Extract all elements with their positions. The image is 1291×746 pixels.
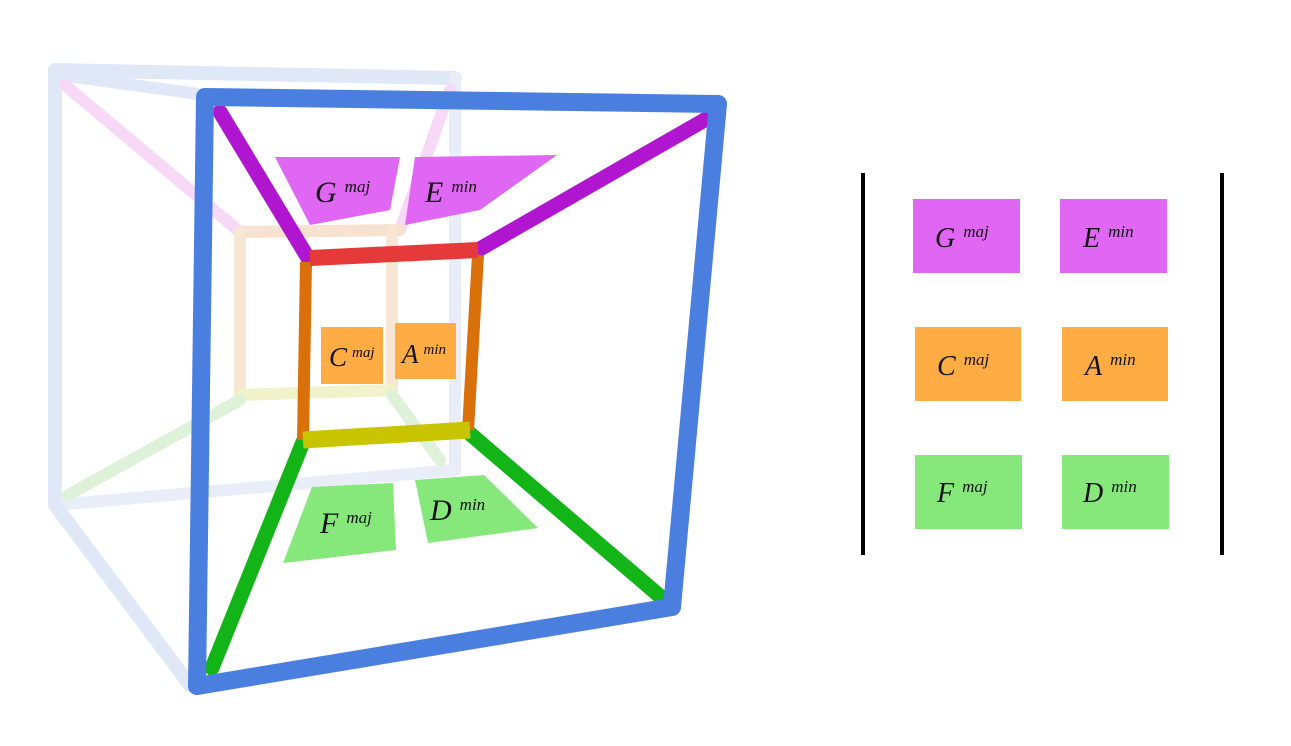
inner-bottom-edge bbox=[302, 421, 471, 449]
diagonal-struts bbox=[204, 104, 716, 676]
matrix-label-f-maj: F maj bbox=[936, 477, 988, 509]
matrix-label-a-min: A min bbox=[1083, 350, 1136, 382]
matrix-cell-c-maj bbox=[915, 327, 1021, 401]
matrix-label-d-min: D min bbox=[1082, 477, 1137, 509]
inner-top-edge bbox=[309, 242, 479, 266]
outer-top-edge bbox=[196, 88, 727, 113]
ghost-edge bbox=[48, 63, 462, 85]
cube-label-g-maj: G maj bbox=[315, 176, 370, 209]
outer-frame bbox=[188, 88, 727, 695]
plate-d-min bbox=[415, 475, 538, 543]
ghost-edge bbox=[234, 384, 398, 401]
outer-bottom-edge bbox=[188, 598, 681, 695]
matrix-label-e-min: E min bbox=[1082, 222, 1134, 254]
matrix-label-g-maj: G maj bbox=[935, 222, 989, 254]
cube-label-a-min: A min bbox=[400, 339, 446, 369]
plate-e-min bbox=[405, 155, 557, 225]
inner-left-edge bbox=[297, 261, 312, 441]
cube-chord-labels: G maj E min C maj A min F maj D min bbox=[315, 176, 485, 540]
matrix-cell-f-maj bbox=[915, 455, 1022, 529]
cube-label-plates bbox=[275, 155, 557, 563]
outer-left-edge bbox=[188, 88, 214, 695]
chord-matrix: G maj E min C maj A min F maj D min bbox=[861, 173, 1224, 555]
ghost-edge bbox=[62, 394, 246, 501]
plate-a-min bbox=[395, 323, 456, 379]
matrix-cell-a-min bbox=[1062, 327, 1168, 401]
plate-c-maj bbox=[321, 327, 383, 384]
plate-g-maj bbox=[275, 157, 400, 225]
strut-top-left bbox=[212, 104, 316, 266]
cube-label-d-min: D min bbox=[429, 494, 485, 527]
strut-bottom-left bbox=[204, 434, 311, 676]
ghost-edge bbox=[54, 69, 211, 101]
cube-label-f-maj: F maj bbox=[319, 507, 372, 540]
cube-label-c-maj: C maj bbox=[329, 342, 375, 372]
matrix-label-c-maj: C maj bbox=[937, 350, 989, 382]
ghost-edge bbox=[234, 224, 406, 238]
ghost-edge bbox=[49, 464, 461, 511]
strut-bottom-right bbox=[460, 424, 670, 606]
inner-right-edge bbox=[462, 254, 484, 431]
ghost-edge bbox=[48, 498, 197, 692]
inner-frame bbox=[297, 242, 484, 449]
plate-f-maj bbox=[283, 483, 396, 563]
cube-label-e-min: E min bbox=[424, 176, 477, 209]
matrix-cell-d-min bbox=[1062, 455, 1169, 529]
matrix-cell-g-maj bbox=[913, 199, 1020, 273]
strut-top-right bbox=[470, 110, 716, 258]
matrix-cell-e-min bbox=[1060, 199, 1167, 273]
outer-right-edge bbox=[663, 95, 727, 616]
